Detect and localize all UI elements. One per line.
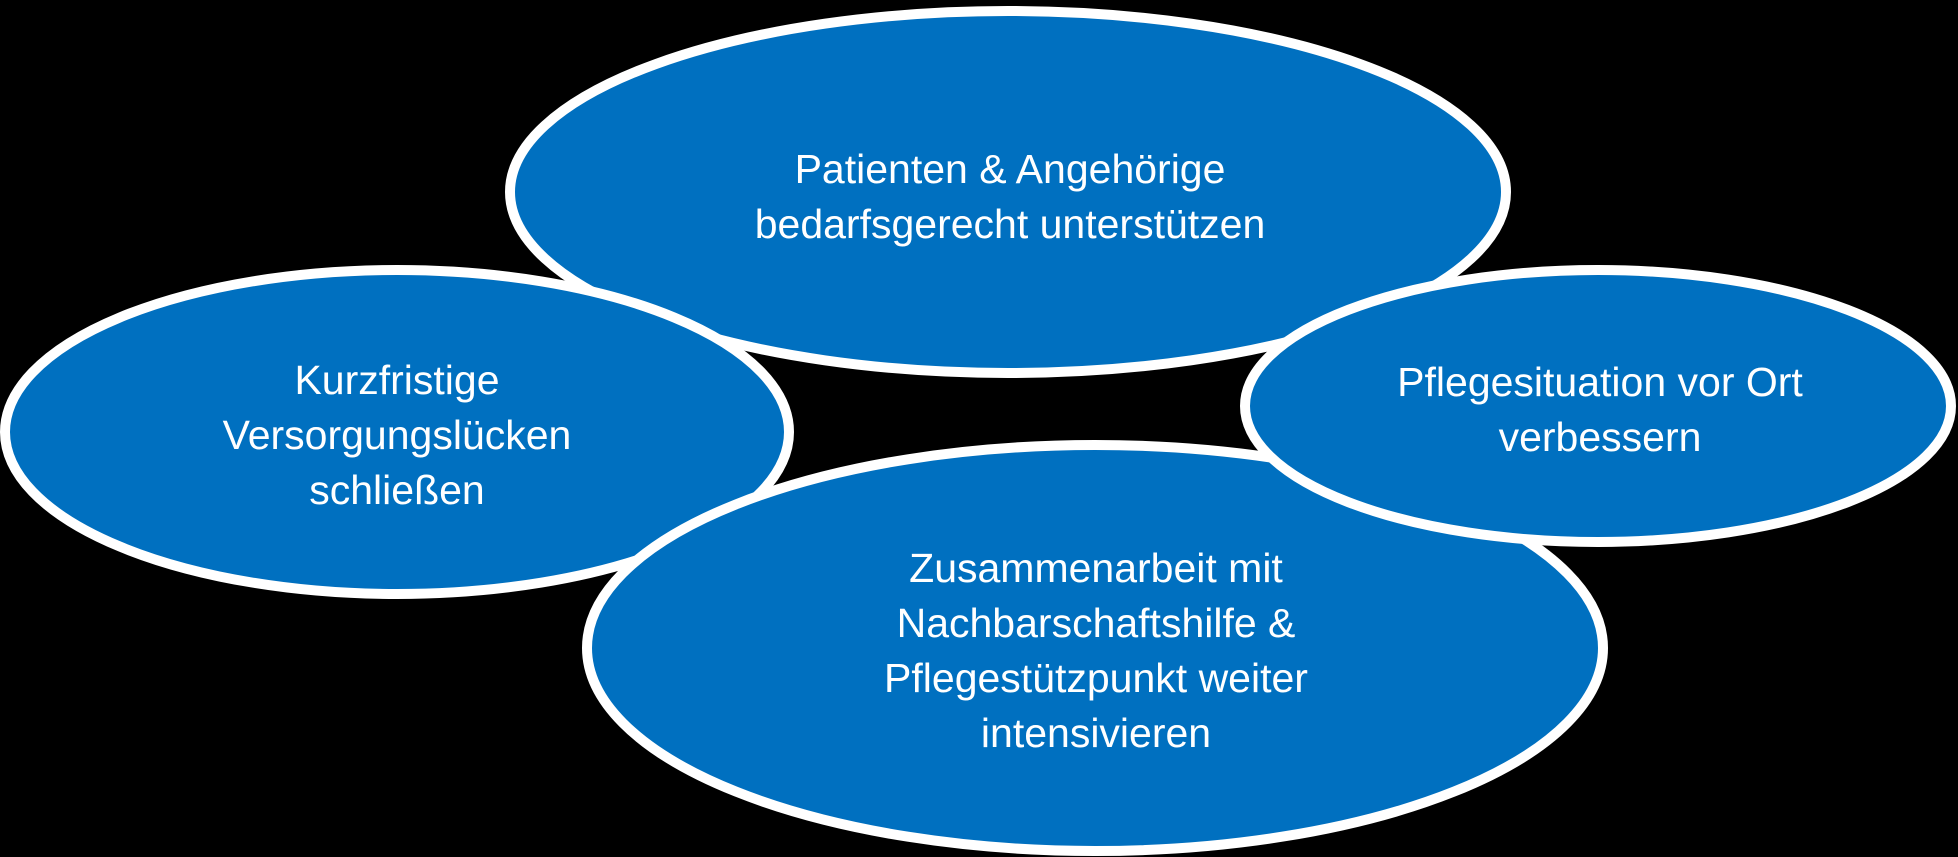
ellipse-bottom xyxy=(582,440,1608,856)
label-left: Kurzfristige Versorgungslücken schließen xyxy=(223,353,572,518)
label-right-line-1: Pflegesituation vor Ort xyxy=(1397,359,1803,405)
label-bottom-line-2: Nachbarschaftshilfe & xyxy=(896,600,1296,646)
label-bottom-line-4: intensivieren xyxy=(980,710,1212,756)
label-top: Patienten & Angehörige bedarfsgerecht un… xyxy=(755,142,1266,252)
ellipse-top xyxy=(505,6,1511,378)
label-top-line-1: Patienten & Angehörige xyxy=(794,146,1226,192)
label-left-line-2: Versorgungslücken xyxy=(222,412,572,458)
label-left-line-3: schließen xyxy=(309,467,485,513)
label-bottom-line-1: Zusammenarbeit mit xyxy=(909,545,1283,591)
label-bottom-line-3: Pflegestützpunkt weiter xyxy=(884,655,1308,701)
label-bottom: Zusammenarbeit mit Nachbarschaftshilfe &… xyxy=(884,541,1308,761)
label-top-line-2: bedarfsgerecht unterstützen xyxy=(754,201,1266,247)
label-right: Pflegesituation vor Ort verbessern xyxy=(1397,355,1803,465)
ellipse-right xyxy=(1240,265,1956,547)
label-left-line-1: Kurzfristige xyxy=(294,357,500,403)
ellipse-left xyxy=(0,265,794,599)
label-right-line-2: verbessern xyxy=(1498,414,1702,460)
